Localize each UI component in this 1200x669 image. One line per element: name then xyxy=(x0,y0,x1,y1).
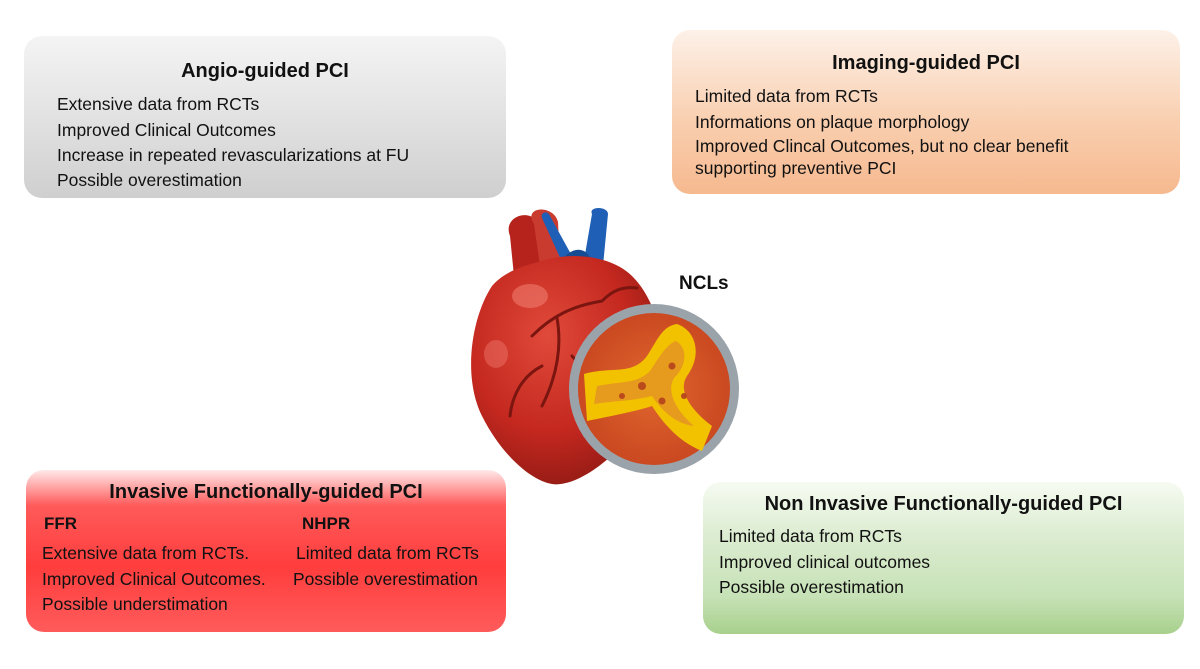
ncls-label: NCLs xyxy=(679,273,729,294)
imaging-line-3: Improved Clincal Outcomes, but no clear … xyxy=(695,136,1069,156)
nhpr-line-1: Limited data from RCTs xyxy=(296,543,479,563)
imaging-line-2: Informations on plaque morphology xyxy=(695,112,970,132)
nhpr-line-2: Possible overestimation xyxy=(293,569,478,589)
imaging-title: Imaging-guided PCI xyxy=(832,52,1020,74)
noninvasive-line-2: Improved clinical outcomes xyxy=(719,552,931,572)
noninvasive-line-3: Possible overestimation xyxy=(719,577,904,597)
imaging-guided-pci-box: Imaging-guided PCI Limited data from RCT… xyxy=(672,30,1180,194)
ffr-line-3: Possible understimation xyxy=(42,594,228,614)
imaging-line-4: supporting preventive PCI xyxy=(695,158,897,178)
noninvasive-line-1: Limited data from RCTs xyxy=(719,526,902,546)
imaging-line-1: Limited data from RCTs xyxy=(695,86,878,106)
nhpr-label: NHPR xyxy=(302,514,351,533)
ffr-line-1: Extensive data from RCTs. xyxy=(42,543,250,563)
non-invasive-functionally-guided-pci-box: Non Invasive Functionally-guided PCI Lim… xyxy=(703,482,1184,634)
angio-line-1: Extensive data from RCTs xyxy=(57,94,260,114)
invasive-functionally-guided-pci-box: Invasive Functionally-guided PCI FFR NHP… xyxy=(26,470,506,632)
noninvasive-title: Non Invasive Functionally-guided PCI xyxy=(764,493,1123,515)
ffr-label: FFR xyxy=(44,514,78,533)
heart-icon xyxy=(471,208,739,485)
angio-line-3: Increase in repeated revascularizations … xyxy=(57,145,410,165)
heart-illustration xyxy=(462,206,752,496)
angio-line-2: Improved Clinical Outcomes xyxy=(57,120,276,140)
ffr-line-2: Improved Clinical Outcomes. xyxy=(42,569,266,589)
angio-guided-pci-box: Angio-guided PCI Extensive data from RCT… xyxy=(24,36,506,198)
angio-title: Angio-guided PCI xyxy=(181,60,349,82)
angio-line-4: Possible overestimation xyxy=(57,170,242,190)
invasive-title: Invasive Functionally-guided PCI xyxy=(109,481,423,503)
